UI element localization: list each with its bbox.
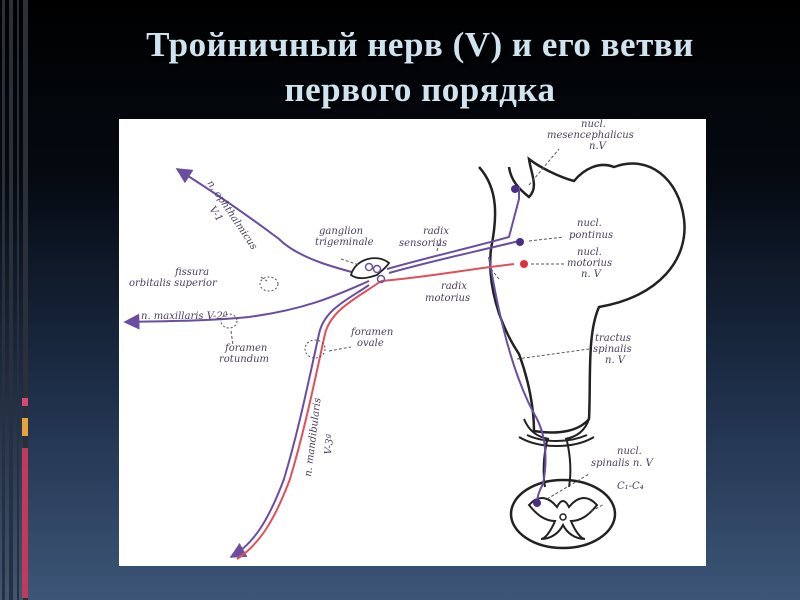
- label-radix-sens-1: radix: [423, 226, 449, 237]
- label-nucl-mot-2: motorius: [567, 258, 612, 269]
- foramen-ovale-marker: [304, 339, 326, 359]
- label-nucl-pont-2: pontinus: [569, 230, 613, 241]
- slide-title-line1: Тройничный нерв (V) и его ветви: [146, 25, 694, 64]
- nucleus-pontinus: [516, 238, 524, 246]
- radix-sensorius-path: [386, 187, 520, 270]
- label-foramen-rot-2: rotundum: [219, 354, 269, 365]
- label-tractus-1: tractus: [595, 333, 631, 344]
- ganglion-cell-3: [376, 274, 386, 284]
- label-nucl-mot-1: nucl.: [577, 247, 602, 258]
- label-tractus-2: spinalis: [593, 344, 632, 355]
- label-nucl-mes-2: mesencephalicus: [547, 130, 634, 141]
- label-segments: C₁-C₄: [617, 481, 644, 492]
- spinal-cord-section: [509, 478, 617, 550]
- label-radix-mot-2: motorius: [425, 293, 470, 304]
- label-foramen-rot-1: foramen: [224, 343, 267, 354]
- pontine-branch: [388, 240, 520, 274]
- ophthalmic-nerve: [175, 168, 372, 278]
- label-nucl-spin-2: spinalis n. V: [591, 458, 655, 469]
- nucleus-mesencephalicus: [511, 185, 519, 193]
- label-maxillaris: n. maxillaris V-2ª: [141, 311, 228, 322]
- slide-title-line2: первого порядка: [284, 70, 556, 109]
- label-radix-mot-1: radix: [441, 281, 467, 292]
- label-tractus-3: n. V: [605, 355, 627, 366]
- label-mandibularis-2: V-3ª: [323, 433, 336, 455]
- label-nucl-mot-3: n. V: [581, 269, 603, 280]
- label-nucl-spin-1: nucl.: [617, 446, 642, 457]
- mandibular-nerve: [229, 284, 370, 558]
- label-ganglion-1: ganglion: [319, 226, 363, 237]
- nucleus-motorius: [520, 260, 528, 268]
- ganglion-trigeminale: [349, 257, 391, 280]
- brainstem-outline: [478, 156, 686, 434]
- grey-matter: [527, 497, 599, 540]
- label-nucl-mes-1: nucl.: [581, 119, 606, 130]
- label-nucl-pont-1: nucl.: [577, 218, 602, 229]
- label-foramen-ov-1: foramen: [350, 327, 393, 338]
- label-nucl-mes-3: n.V: [589, 141, 608, 152]
- maxillary-nerve: [123, 280, 370, 330]
- label-ganglion-2: trigeminale: [315, 237, 374, 248]
- slide-title: Тройничный нерв (V) и его ветви первого …: [60, 22, 780, 112]
- fissura-marker: [259, 276, 279, 292]
- central-canal: [559, 513, 567, 521]
- label-radix-sens-2: sensorius: [399, 238, 447, 249]
- label-fissura-1: fissura: [174, 267, 209, 278]
- diagram-panel: nucl. mesencephalicus n.V nucl. pontinus…: [119, 119, 706, 566]
- ganglion-cell-2: [372, 264, 382, 274]
- label-foramen-ov-2: ovale: [357, 338, 384, 349]
- nucleus-spinalis: [533, 499, 541, 507]
- trigeminal-diagram: nucl. mesencephalicus n.V nucl. pontinus…: [123, 119, 686, 560]
- label-fissura-2: orbitalis superior: [129, 278, 218, 289]
- medulla-narrowing: [518, 418, 595, 447]
- foramen-rotundum-marker: [220, 313, 238, 329]
- side-decoration: [0, 0, 34, 600]
- label-mandibularis-1: n. mandibularis: [303, 397, 324, 477]
- motor-root-path: [380, 263, 515, 282]
- spinal-cord-outline: [542, 440, 572, 488]
- leader-lines: [230, 148, 605, 515]
- ganglion-cell-1: [364, 262, 374, 272]
- tractus-spinalis-path: [488, 256, 547, 504]
- mandibular-motor-fibers: [236, 280, 382, 560]
